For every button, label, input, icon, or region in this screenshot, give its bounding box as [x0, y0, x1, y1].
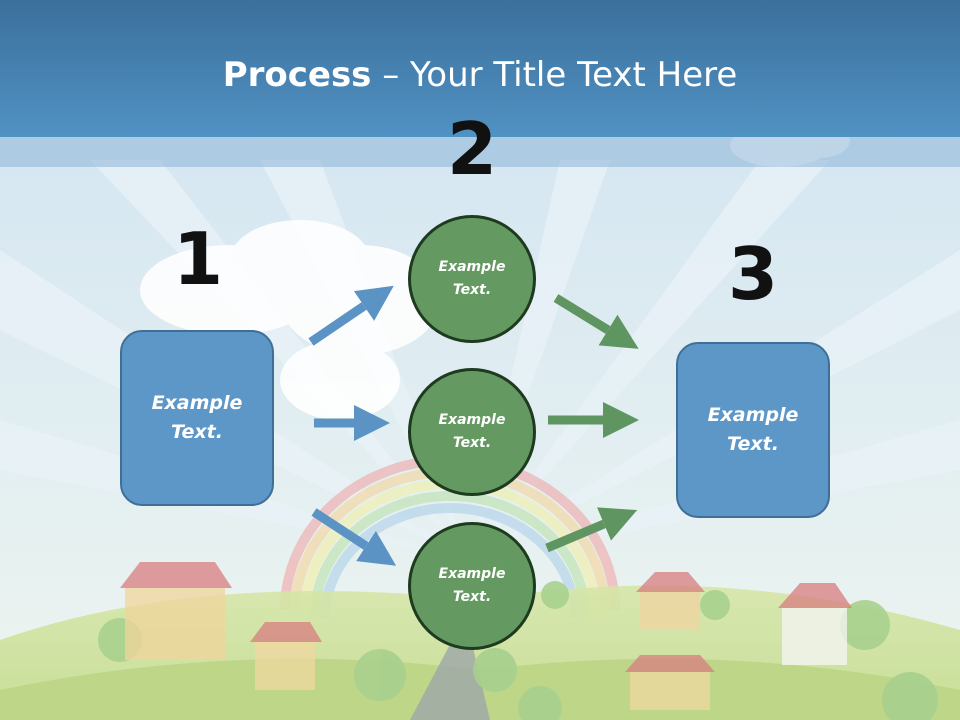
slide-title-rest: – Your Title Text Here	[371, 55, 738, 95]
trees	[98, 581, 938, 720]
step-number-3: 3	[727, 232, 779, 316]
step-2-circle-middle: Example Text.	[408, 368, 536, 496]
step-2-circle-bottom: Example Text.	[408, 522, 536, 650]
step-2-circle-top: Example Text.	[408, 215, 536, 343]
houses	[120, 562, 852, 710]
arrow-to-bottom-circle	[311, 508, 397, 566]
step-3-text: Example Text.	[707, 404, 799, 455]
step-1-text: Example Text.	[151, 392, 243, 443]
arrow-bottom-to-step-3	[545, 507, 638, 553]
step-2-circle-bottom-text: Example Text.	[438, 566, 506, 605]
step-2-circle-middle-text: Example Text.	[438, 412, 506, 451]
step-number-2: 2	[446, 107, 498, 191]
step-3-box: Example Text.	[676, 342, 830, 518]
step-2-circle-top-text: Example Text.	[438, 259, 506, 298]
title-bar-band	[0, 137, 960, 167]
arrow-to-top-circle	[308, 285, 394, 346]
arrow-top-to-step-3	[553, 294, 639, 349]
slide-title: Process – Your Title Text Here	[0, 54, 960, 96]
clouds	[140, 122, 850, 420]
title-bar	[0, 0, 960, 137]
step-1-box: Example Text.	[120, 330, 274, 506]
step-number-1: 1	[172, 217, 224, 301]
slide-title-bold: Process	[222, 55, 372, 95]
